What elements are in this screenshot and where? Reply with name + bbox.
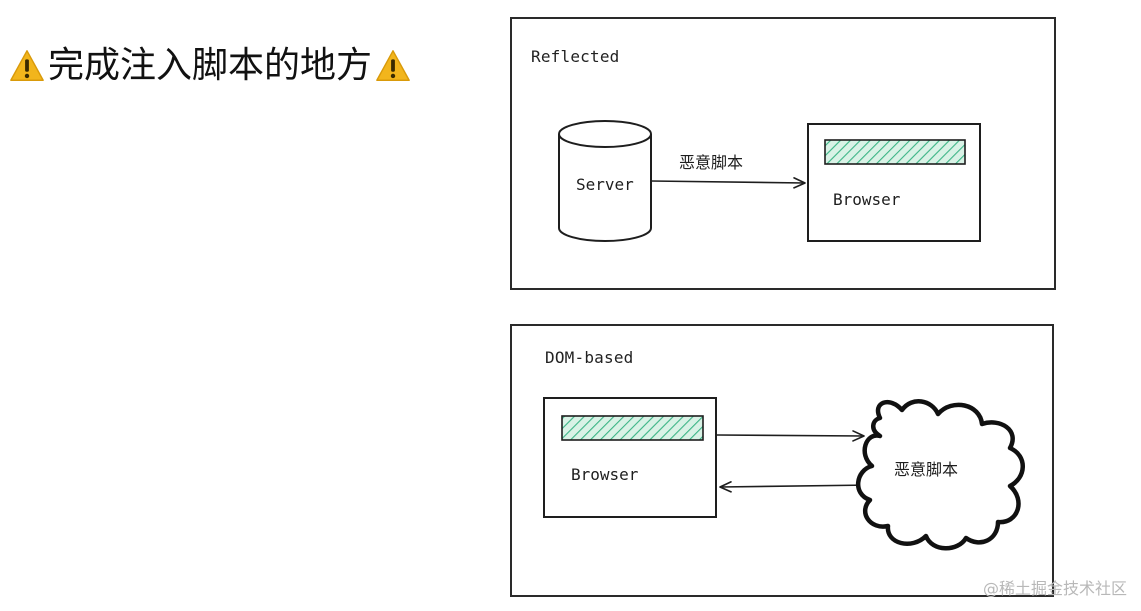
dom-based-panel-title: DOM-based	[545, 348, 634, 367]
cloud-to-browser-arrow	[719, 481, 874, 493]
reflected-browser-box	[807, 123, 981, 242]
reflected-browser-hatch-bar	[824, 139, 966, 165]
server-label: Server	[576, 175, 634, 194]
cloud-label: 恶意脚本	[894, 460, 959, 479]
dom-browser-label: Browser	[571, 465, 639, 484]
malicious-script-cloud	[856, 399, 1025, 551]
dom-browser-hatch-bar	[561, 415, 704, 441]
reflected-browser-label: Browser	[833, 190, 901, 209]
browser-to-cloud-arrow	[716, 430, 865, 442]
warning-icon	[10, 50, 44, 81]
reflected-panel-title: Reflected	[531, 47, 620, 66]
dom-browser-box	[543, 397, 717, 518]
server-to-browser-arrow	[650, 177, 806, 189]
warning-icon	[376, 50, 410, 81]
reflected-arrow-label: 恶意脚本	[679, 153, 744, 172]
server-cylinder	[558, 120, 652, 242]
heading-text: 完成注入脚本的地方	[48, 45, 373, 86]
watermark: @稀土掘金技术社区	[982, 579, 1127, 598]
page-heading: 完成注入脚本的地方	[8, 42, 412, 90]
